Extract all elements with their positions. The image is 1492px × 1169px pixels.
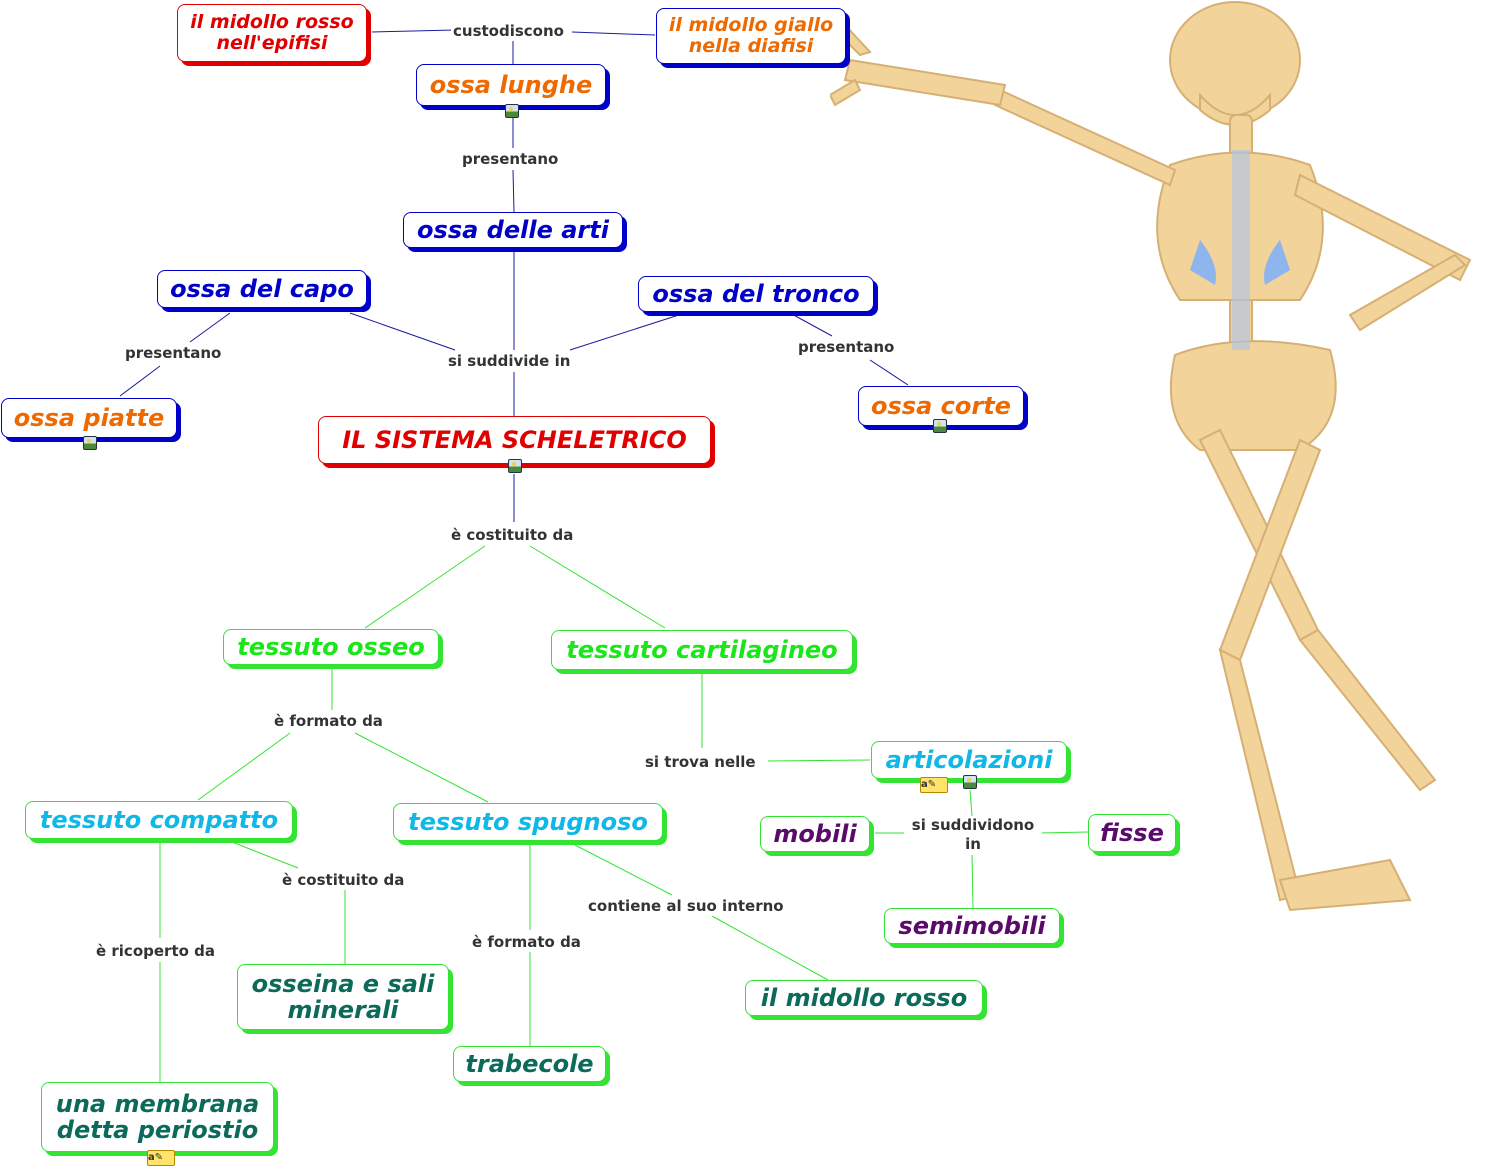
skeleton-illustration — [830, 1, 1472, 912]
node-ossa-lunghe[interactable]: ossa lunghe — [416, 64, 606, 106]
node-label: tessuto spugnoso — [408, 807, 648, 836]
link-label-presentano: presentano — [123, 344, 224, 363]
link-line — [571, 31, 656, 36]
node-label: tessuto compatto — [39, 805, 279, 834]
node-semimobili[interactable]: semimobili — [884, 908, 1060, 944]
node-label: ossa piatte — [13, 403, 165, 432]
image-icon[interactable] — [83, 436, 97, 450]
link-line — [364, 545, 486, 629]
node-midollo-rosso[interactable]: il midollo rosso — [745, 980, 983, 1016]
link-line — [569, 312, 686, 351]
node-ossa-piatte[interactable]: ossa piatte — [1, 398, 177, 438]
link-label-ricoperto-da: è ricoperto da — [94, 942, 217, 961]
link-line — [231, 841, 299, 869]
cartilage-shape — [1190, 240, 1216, 285]
image-icon[interactable] — [933, 419, 947, 433]
foot-shape — [1278, 858, 1412, 912]
node-label: IL SISTEMA SCHELETRICO — [342, 425, 687, 454]
cartilage-shape — [1264, 240, 1290, 285]
node-ossa-delle-arti[interactable]: ossa delle arti — [403, 212, 623, 248]
link-line — [789, 312, 833, 337]
link-label-custodiscono: custodiscono — [451, 22, 566, 41]
link-label-contiene: contiene al suo interno — [586, 897, 786, 916]
node-midollo-rosso-epifisi[interactable]: il midollo rosso nell'epifisi — [177, 4, 367, 62]
link-label-costituito-da: è costituito da — [280, 871, 407, 890]
node-label: il midollo giallo nella diafisi — [668, 14, 834, 57]
link-line — [197, 732, 291, 801]
pelvis-shape — [1169, 340, 1337, 451]
skull-shape — [1169, 1, 1301, 119]
node-osseina-sali-minerali[interactable]: osseina e sali minerali — [237, 964, 449, 1030]
note-icon[interactable]: a✎ — [920, 777, 948, 793]
node-mobili[interactable]: mobili — [760, 816, 870, 852]
link-label-si-trova-nelle: si trova nelle — [643, 753, 758, 772]
link-line — [971, 854, 974, 909]
node-label: ossa delle arti — [417, 215, 609, 244]
link-line — [529, 545, 666, 629]
link-line — [119, 365, 161, 397]
node-articolazioni[interactable]: articolazioni — [871, 741, 1067, 779]
link-label-si-suddividono-in: si suddividono in — [904, 816, 1042, 854]
link-line — [574, 844, 673, 896]
node-fisse[interactable]: fisse — [1088, 814, 1176, 852]
note-icon[interactable]: a✎ — [147, 1150, 175, 1166]
link-line — [349, 312, 456, 351]
node-midollo-giallo-diafisi[interactable]: il midollo giallo nella diafisi — [656, 8, 846, 64]
node-ossa-del-capo[interactable]: ossa del capo — [157, 270, 367, 308]
link-label-formato-da: è formato da — [470, 933, 583, 952]
node-ossa-corte[interactable]: ossa corte — [858, 386, 1024, 426]
node-label: trabecole — [465, 1049, 594, 1078]
node-label: il midollo rosso nell'epifisi — [190, 11, 354, 54]
node-label: il midollo rosso — [760, 983, 968, 1012]
link-line — [371, 29, 456, 33]
link-line — [189, 312, 231, 343]
left-shin-shape — [1298, 628, 1437, 792]
node-label: fisse — [1100, 818, 1164, 847]
link-line — [767, 759, 871, 762]
node-label: ossa corte — [871, 391, 1011, 420]
node-label: una membrana detta periostio — [55, 1089, 260, 1144]
node-tessuto-cartilagineo[interactable]: tessuto cartilagineo — [551, 630, 853, 670]
node-ossa-del-tronco[interactable]: ossa del tronco — [638, 276, 874, 312]
node-label: semimobili — [898, 911, 1046, 940]
link-line — [969, 789, 973, 817]
node-label: ossa lunghe — [429, 70, 593, 99]
right-arm-shape — [1293, 173, 1472, 282]
link-label-costituito-da: è costituito da — [449, 526, 576, 545]
left-arm-shape — [993, 88, 1177, 187]
node-membrana-periostio[interactable]: una membrana detta periostio — [41, 1082, 274, 1152]
link-label-presentano: presentano — [796, 338, 897, 357]
node-label: mobili — [773, 819, 857, 848]
link-line — [354, 732, 489, 803]
link-line — [711, 915, 829, 981]
node-label: tessuto cartilagineo — [566, 635, 838, 664]
link-label-si-suddivide-in: si suddivide in — [446, 352, 573, 371]
node-tessuto-osseo[interactable]: tessuto osseo — [223, 629, 439, 665]
spine-discs-shape — [1232, 150, 1250, 350]
node-tessuto-spugnoso[interactable]: tessuto spugnoso — [393, 803, 663, 841]
node-label: articolazioni — [885, 745, 1053, 774]
link-label-formato-da: è formato da — [272, 712, 385, 731]
right-shin-shape — [1218, 648, 1302, 902]
node-sistema-scheletrico[interactable]: IL SISTEMA SCHELETRICO — [318, 416, 711, 464]
node-label: ossa del capo — [170, 274, 354, 303]
jaw-shape — [1199, 92, 1271, 126]
image-icon[interactable] — [963, 775, 977, 789]
link-line — [512, 169, 515, 213]
link-line — [869, 359, 909, 386]
node-tessuto-compatto[interactable]: tessuto compatto — [25, 801, 293, 839]
image-icon[interactable] — [508, 459, 522, 473]
link-label-presentano: presentano — [460, 150, 561, 169]
link-line — [1039, 831, 1089, 834]
node-label: tessuto osseo — [237, 632, 425, 661]
left-hand-shape — [843, 58, 1007, 107]
node-label: ossa del tronco — [652, 279, 860, 308]
node-label: osseina e sali minerali — [251, 969, 435, 1024]
image-icon[interactable] — [505, 104, 519, 118]
right-forearm-shape — [1348, 253, 1467, 332]
node-trabecole[interactable]: trabecole — [453, 1046, 606, 1082]
